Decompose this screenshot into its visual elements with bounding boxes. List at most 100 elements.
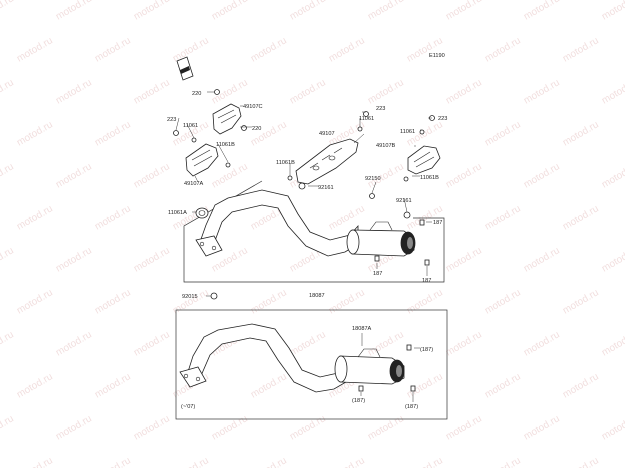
watermark-text: motod.ru (15, 287, 55, 316)
label-187-lower-b: (187) (352, 398, 365, 404)
watermark-text: motod.ru (444, 161, 484, 190)
watermark-text: motod.ru (600, 329, 625, 358)
assembly-frame-lower (175, 309, 448, 420)
bolt-187-c (424, 259, 430, 266)
label-187-a: 187 (433, 220, 442, 226)
label-223-right: 223 (438, 116, 447, 122)
watermark-text: motod.ru (132, 161, 172, 190)
label-11061a: 11061A (168, 210, 187, 216)
washer-11061-left (191, 137, 197, 143)
watermark-text: motod.ru (54, 245, 94, 274)
watermark-text: motod.ru (444, 77, 484, 106)
model-year-note: (~'07) (181, 404, 195, 410)
watermark-text: motod.ru (54, 0, 94, 23)
collar-92161-right (403, 211, 411, 219)
watermark-text: motod.ru (561, 119, 601, 148)
watermark-text: motod.ru (132, 329, 172, 358)
watermark-text: motod.ru (522, 245, 562, 274)
label-49107a: 49107A (184, 181, 204, 187)
watermark-text: motod.ru (54, 77, 94, 106)
label-11061b-mid: 11061B (276, 160, 295, 166)
watermark-text: motod.ru (405, 287, 445, 316)
watermark-text: motod.ru (171, 455, 211, 468)
watermark-text: motod.ru (288, 413, 328, 442)
watermark-text: motod.ru (366, 77, 406, 106)
watermark-text: motod.ru (600, 77, 625, 106)
watermark-text: motod.ru (561, 455, 601, 468)
watermark-text: motod.ru (483, 371, 523, 400)
watermark-text: motod.ru (171, 35, 211, 64)
gasket-11061a (195, 207, 209, 219)
label-223-mid: 223 (376, 106, 385, 112)
diagram-code: E1190 (429, 53, 445, 59)
heat-guard-49107c (212, 103, 242, 135)
watermark-text: motod.ru (327, 455, 367, 468)
label-92015: 92015 (182, 294, 198, 300)
watermark-text: motod.ru (522, 77, 562, 106)
bolt-187-lower-a (406, 344, 412, 351)
bolt-220-mid (241, 125, 247, 131)
label-49107: 49107 (319, 131, 335, 137)
watermark-text: motod.ru (0, 77, 16, 106)
watermark-text: motod.ru (249, 455, 289, 468)
watermark-text: motod.ru (132, 413, 172, 442)
label-11061-mid: 11061 (359, 116, 374, 122)
watermark-text: motod.ru (93, 371, 133, 400)
label-18087: 18087 (309, 293, 325, 299)
washer-11061b-mid (287, 175, 293, 181)
bolt-220-top (214, 89, 220, 95)
label-11061b-left: 11061B (216, 142, 235, 148)
washer-11061-right (419, 129, 425, 135)
watermark-text: motod.ru (327, 35, 367, 64)
label-92161-right: 92161 (396, 198, 412, 204)
watermark-text: motod.ru (600, 413, 625, 442)
washer-11061b-right (403, 176, 409, 182)
watermark-text: motod.ru (483, 455, 523, 468)
watermark-text: motod.ru (132, 245, 172, 274)
watermark-text: motod.ru (0, 245, 16, 274)
watermark-text: motod.ru (600, 161, 625, 190)
watermark-text: motod.ru (288, 329, 328, 358)
watermark-text: motod.ru (366, 329, 406, 358)
bolt-223-mid (363, 111, 369, 117)
heat-guard-49107 (295, 138, 359, 185)
watermark-text: motod.ru (93, 203, 133, 232)
watermark-text: motod.ru (483, 35, 523, 64)
watermark-text: motod.ru (522, 161, 562, 190)
watermark-text: motod.ru (0, 413, 16, 442)
label-187-c: 187 (422, 278, 431, 284)
bolt-187-lower-b (358, 385, 364, 392)
watermark-text: motod.ru (249, 371, 289, 400)
watermark-text: motod.ru (132, 0, 172, 23)
watermark-text: motod.ru (15, 371, 55, 400)
watermark-text: motod.ru (93, 455, 133, 468)
front-arrow-icon (176, 56, 194, 81)
watermark-text: motod.ru (561, 203, 601, 232)
pipe-flange-upper (195, 235, 223, 257)
watermark-text: motod.ru (0, 0, 16, 23)
pipe-flange-lower (179, 366, 207, 388)
label-92161-mid: 92161 (318, 185, 334, 191)
watermark-text: motod.ru (93, 287, 133, 316)
washer-11061b-left (225, 162, 231, 168)
label-49107c: 49107C (243, 104, 263, 110)
watermark-text: motod.ru (366, 0, 406, 23)
watermark-text: motod.ru (210, 413, 250, 442)
watermark-text: motod.ru (0, 329, 16, 358)
watermark-text: motod.ru (15, 119, 55, 148)
watermark-text: motod.ru (483, 203, 523, 232)
label-92150: 92150 (365, 176, 381, 182)
watermark-text: motod.ru (444, 245, 484, 274)
watermark-text: motod.ru (522, 329, 562, 358)
watermark-text: motod.ru (561, 35, 601, 64)
watermark-text: motod.ru (444, 329, 484, 358)
watermark-text: motod.ru (327, 287, 367, 316)
label-11061-left: 11061 (183, 123, 198, 129)
watermark-text: motod.ru (444, 0, 484, 23)
watermark-text: motod.ru (54, 329, 94, 358)
watermark-text: motod.ru (15, 203, 55, 232)
watermark-text: motod.ru (54, 413, 94, 442)
watermark-text: motod.ru (600, 245, 625, 274)
washer-11061-mid (357, 126, 363, 132)
watermark-text: motod.ru (522, 0, 562, 23)
